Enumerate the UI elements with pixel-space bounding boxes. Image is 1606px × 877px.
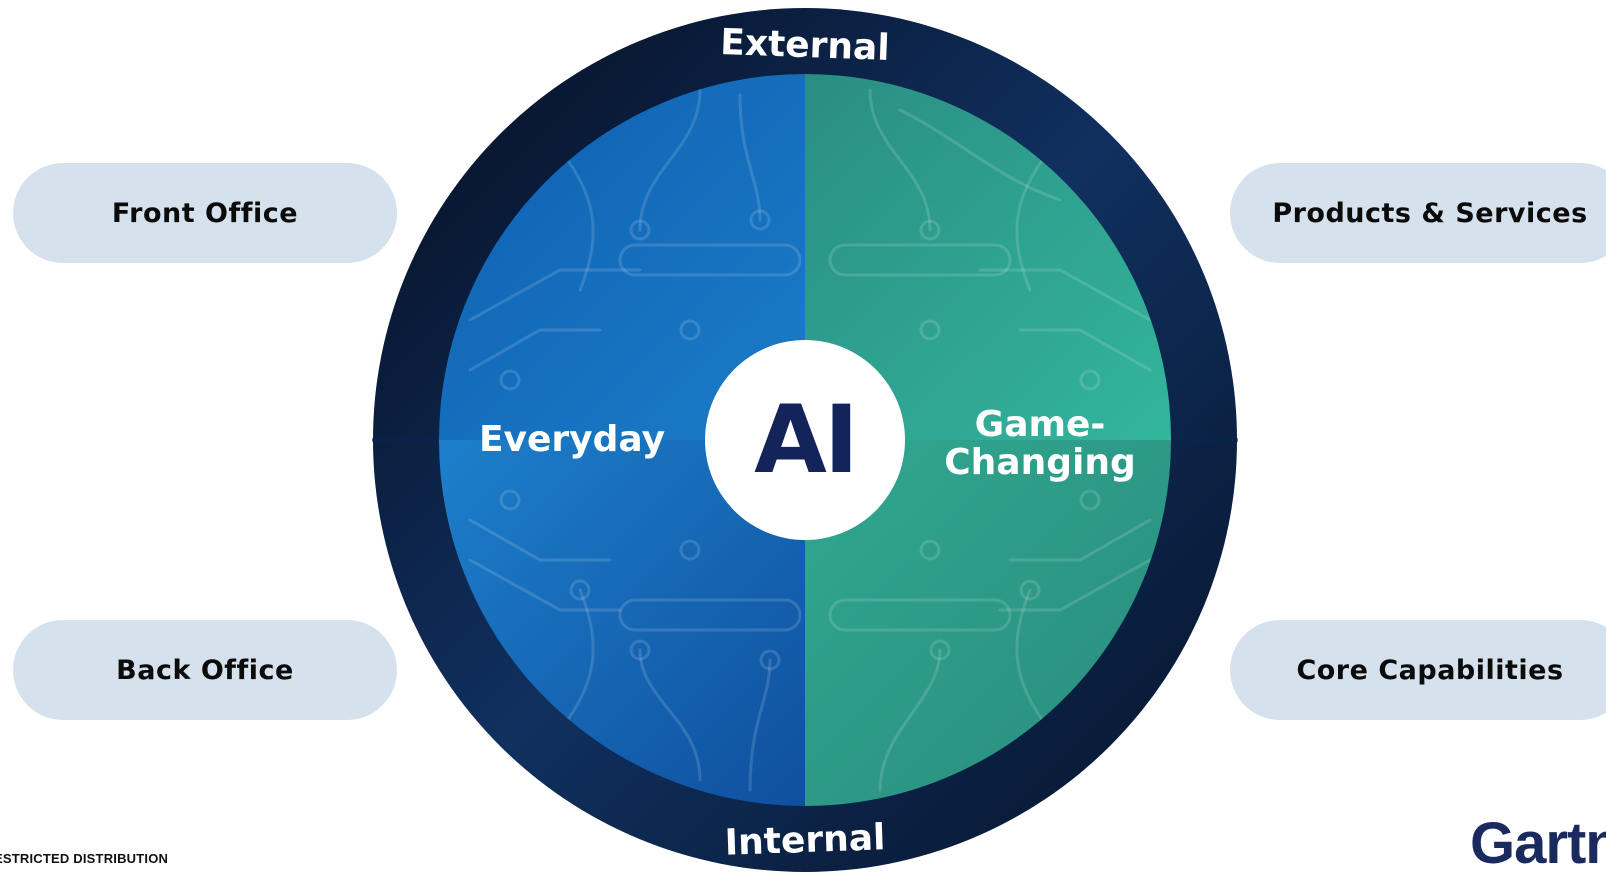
game-changing-label-line2: Changing <box>944 442 1135 483</box>
front-office-pill: Front Office <box>13 163 397 263</box>
back-office-label: Back Office <box>116 654 294 686</box>
circuit-pattern <box>468 88 1152 792</box>
back-office-pill: Back Office <box>13 620 397 720</box>
ring-label-external: External <box>720 22 891 69</box>
gartner-logo: Gartn <box>1470 811 1606 876</box>
everyday-label: Everyday <box>479 419 665 460</box>
core-capabilities-pill: Core Capabilities <box>1230 620 1606 720</box>
restricted-distribution-footer: ESTRICTED DISTRIBUTION <box>0 851 169 866</box>
ring-label-internal: Internal <box>724 817 886 864</box>
core-capabilities-label: Core Capabilities <box>1296 654 1564 686</box>
center-ai-label: AI <box>754 386 856 495</box>
front-office-label: Front Office <box>111 197 299 229</box>
products-services-pill: Products & Services <box>1230 163 1606 263</box>
game-changing-label-line1: Game- <box>975 404 1106 445</box>
center-circle <box>705 340 905 540</box>
products-services-label: Products & Services <box>1272 197 1588 229</box>
